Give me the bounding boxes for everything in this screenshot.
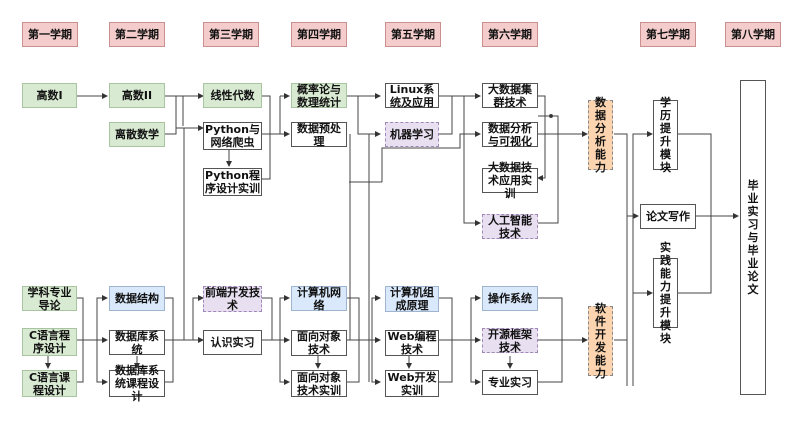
course-frontend: 前端开发技术	[203, 286, 262, 312]
course-gaoshu2: 高数II	[109, 83, 165, 108]
course-linux: Linux系统及应用	[385, 83, 439, 109]
module-graduation: 毕业实习与毕业论文	[740, 80, 766, 395]
semester-4: 第四学期	[291, 22, 347, 47]
course-cognition-practice: 认识实习	[203, 330, 262, 355]
module-practice: 实践能力提升模块	[653, 241, 678, 345]
course-c-language: C语言程序设计	[22, 328, 77, 356]
course-data-visualization: 数据分析与可视化	[482, 122, 538, 148]
module-academic: 学历提升模块	[653, 96, 678, 174]
course-data-preprocessing: 数据预处理	[291, 122, 347, 148]
course-web: Web编程技术	[385, 330, 439, 356]
course-bigdata-lab: 大数据技术应用实训	[482, 161, 538, 200]
course-professional-practice: 专业实习	[482, 370, 538, 395]
course-gaoshu1: 高数I	[22, 83, 77, 108]
course-bigdata-cluster: 大数据集群技术	[482, 83, 538, 109]
course-network: 计算机网络	[291, 286, 347, 312]
course-open-source-framework: 开源框架技术	[482, 328, 538, 354]
semester-8: 第八学期	[725, 22, 781, 47]
course-c-design: C语言课程设计	[22, 370, 77, 397]
semester-7: 第七学期	[640, 22, 696, 47]
course-intro: 学科专业导论	[22, 286, 77, 312]
semester-6: 第六学期	[482, 22, 538, 47]
module-thesis-writing: 论文写作	[640, 204, 696, 229]
course-computer-organization: 计算机组成原理	[385, 286, 439, 312]
course-ai: 人工智能技术	[482, 214, 538, 240]
course-oop-lab: 面向对象技术实训	[291, 370, 347, 397]
course-linear-algebra: 线性代数	[203, 83, 262, 108]
course-discrete-math: 离散数学	[109, 122, 165, 147]
course-python-lab: Python程序设计实训	[203, 168, 262, 196]
semester-2: 第二学期	[109, 22, 165, 47]
course-os: 操作系统	[482, 286, 538, 311]
course-database: 数据库系统	[109, 330, 165, 356]
course-database-design: 数据库系统课程设计	[109, 364, 165, 403]
ability-data-analysis: 数据分析能力	[588, 96, 613, 174]
semester-1: 第一学期	[22, 22, 78, 47]
semester-3: 第三学期	[203, 22, 259, 47]
course-python-crawler: Python与网络爬虫	[203, 122, 262, 150]
ability-software-dev: 软件开发能力	[588, 302, 613, 380]
course-oop: 面向对象技术	[291, 330, 347, 356]
semester-5: 第五学期	[385, 22, 441, 47]
course-data-structure: 数据结构	[109, 286, 165, 311]
course-machine-learning: 机器学习	[385, 122, 439, 147]
course-probability: 概率论与数理统计	[291, 83, 347, 109]
course-web-lab: Web开发实训	[385, 370, 439, 397]
